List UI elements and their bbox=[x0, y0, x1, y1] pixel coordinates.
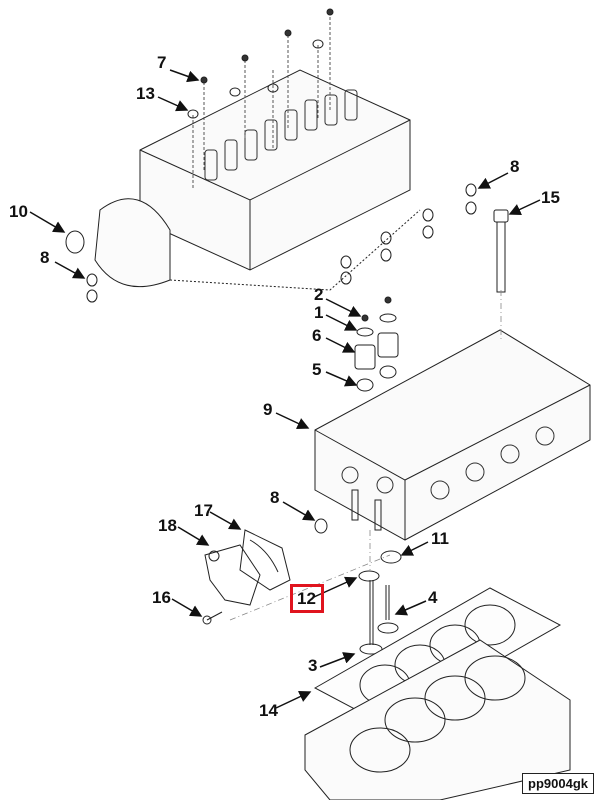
callout-2[interactable]: 2 bbox=[314, 285, 324, 304]
callout-12[interactable]: 12 bbox=[297, 589, 316, 608]
callout-18[interactable]: 18 bbox=[158, 516, 177, 535]
reference-code: pp9004gk bbox=[522, 773, 594, 794]
callout-13[interactable]: 13 bbox=[136, 84, 155, 103]
callout-8-lower[interactable]: 8 bbox=[270, 488, 280, 507]
callout-8-upper-right[interactable]: 8 bbox=[510, 157, 520, 176]
callout-16[interactable]: 16 bbox=[152, 588, 171, 607]
upper-cylinder-head-assembly bbox=[65, 8, 477, 303]
callout-4[interactable]: 4 bbox=[428, 588, 438, 607]
valve-components bbox=[354, 296, 399, 392]
callout-15[interactable]: 15 bbox=[541, 188, 560, 207]
engine-block bbox=[304, 639, 571, 800]
valves bbox=[358, 570, 399, 655]
highlight-box bbox=[290, 584, 324, 613]
callout-17[interactable]: 17 bbox=[194, 501, 213, 520]
callout-1[interactable]: 1 bbox=[314, 303, 324, 322]
callout-3[interactable]: 3 bbox=[308, 656, 318, 675]
head-bolt-part bbox=[493, 209, 509, 293]
callout-7[interactable]: 7 bbox=[157, 53, 167, 72]
callout-6[interactable]: 6 bbox=[312, 326, 322, 345]
callout-14[interactable]: 14 bbox=[259, 701, 278, 720]
callout-5[interactable]: 5 bbox=[312, 360, 322, 379]
callout-10[interactable]: 10 bbox=[9, 202, 28, 221]
bracket-and-gasket bbox=[202, 529, 291, 625]
alignment-lines bbox=[229, 290, 502, 621]
callout-9[interactable]: 9 bbox=[263, 400, 273, 419]
callout-11[interactable]: 11 bbox=[431, 529, 449, 548]
lower-cylinder-head bbox=[314, 329, 591, 564]
callout-8-left[interactable]: 8 bbox=[40, 248, 50, 267]
